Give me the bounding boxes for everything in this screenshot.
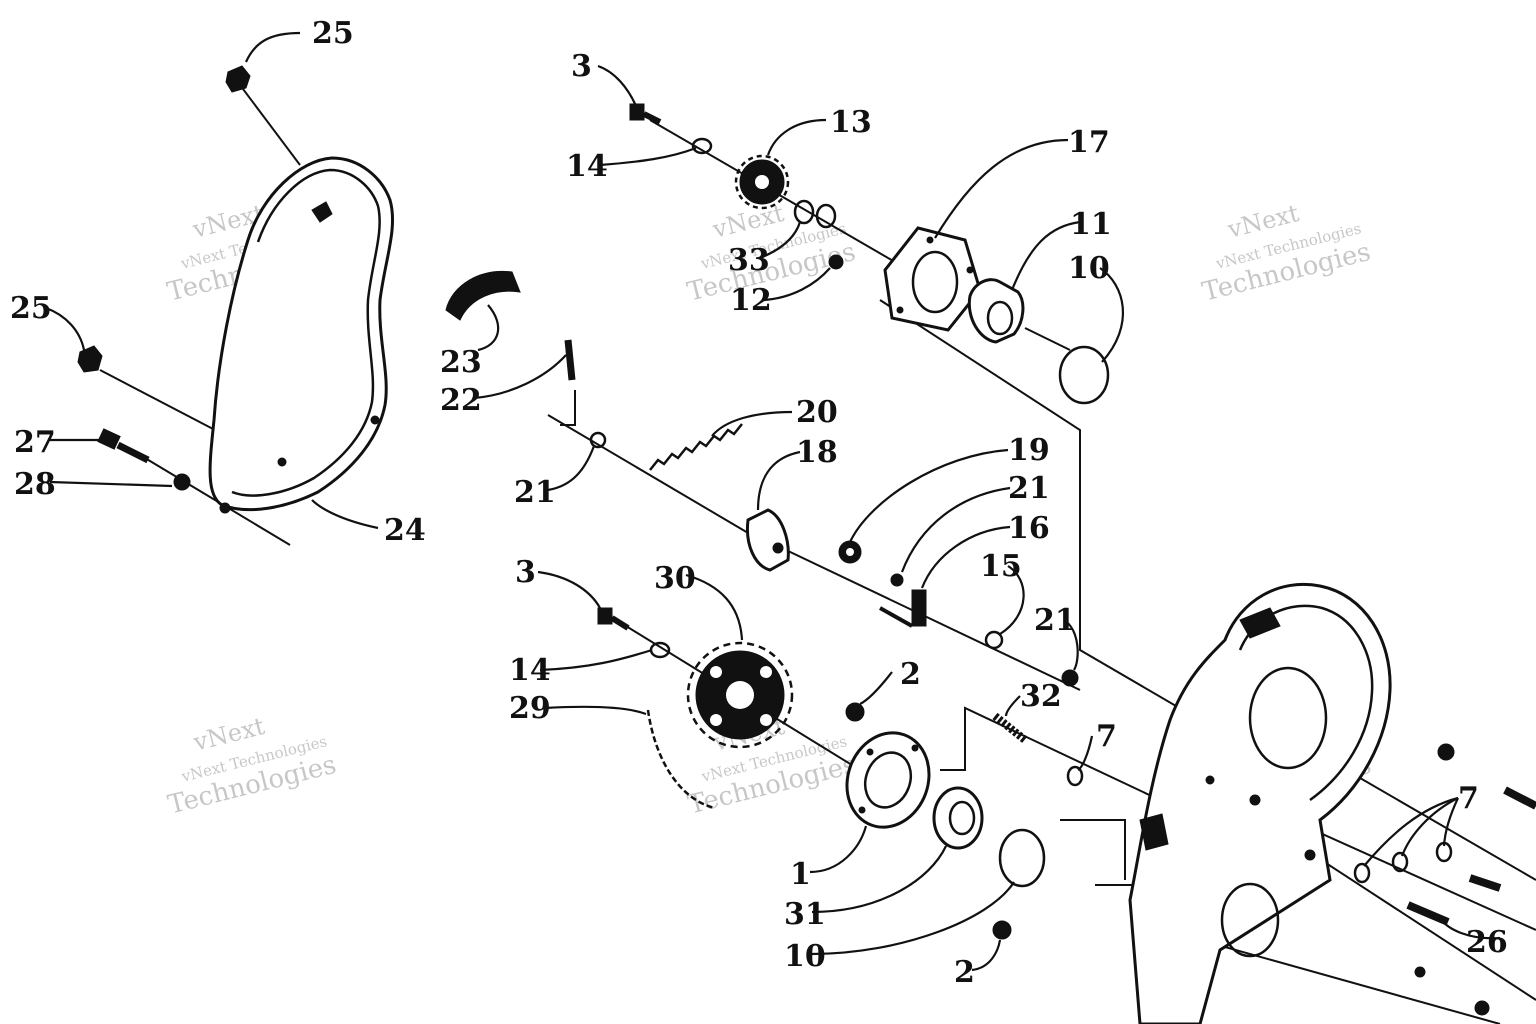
callout-33: 33 (728, 243, 770, 278)
callout-20: 20 (796, 395, 838, 430)
callout-10-top: 10 (1068, 251, 1110, 286)
callout-7-right: 7 (1458, 781, 1479, 816)
sprocket-30 (686, 641, 794, 749)
callout-3-top: 3 (571, 49, 592, 84)
leader-lines (45, 31, 1501, 972)
callout-labels: 25 25 27 28 24 23 22 21 20 18 3 14 13 33… (10, 16, 1508, 990)
chain-29 (646, 709, 716, 810)
callout-21-mid: 21 (1008, 471, 1050, 506)
bolt-27 (97, 428, 150, 464)
roller-18 (745, 508, 790, 572)
spacer-33 (793, 199, 837, 229)
spring-20 (649, 423, 743, 471)
seal-ring-10-lower (998, 828, 1046, 888)
callout-7-left: 7 (1096, 719, 1117, 754)
bolt-3-lower (597, 607, 630, 631)
spacer-15 (984, 630, 1004, 650)
washer-14-top (691, 137, 713, 155)
callout-2-upper: 2 (900, 657, 921, 692)
washer-21-b (890, 573, 904, 587)
seal-ring-10-top (1058, 345, 1110, 405)
cap-nut-25-left (77, 345, 103, 373)
callout-21-right: 21 (1034, 603, 1076, 638)
watermark-left-bottom: vNext vNext Technologies Technologies (165, 712, 339, 821)
callout-3-lower: 3 (515, 555, 536, 590)
lock-washer-28 (173, 473, 191, 491)
partial-parts-right-edge (1414, 743, 1536, 1016)
nut-2-lower (992, 920, 1012, 940)
nut-2-upper (845, 702, 865, 722)
nut-19 (838, 540, 862, 564)
callout-1: 1 (790, 857, 811, 892)
callout-14-lower: 14 (509, 653, 551, 688)
washer-21-a (589, 431, 607, 449)
retainer-plate-1 (845, 731, 931, 829)
lock-washer-7 (1066, 765, 1453, 884)
callout-32: 32 (1020, 679, 1062, 714)
callout-22: 22 (440, 383, 482, 418)
callout-21-left: 21 (514, 475, 556, 510)
callout-18: 18 (796, 435, 838, 470)
tensioner-shoe-23 (445, 270, 521, 321)
callout-17: 17 (1068, 125, 1110, 160)
callout-10-lower: 10 (784, 939, 826, 974)
bearing-11 (967, 278, 1025, 344)
callout-23: 23 (440, 345, 482, 380)
callout-25-left: 25 (10, 291, 52, 326)
callout-25-top: 25 (312, 16, 354, 51)
callout-31: 31 (784, 897, 826, 932)
callout-30: 30 (654, 561, 696, 596)
bearing-flange-17 (883, 226, 982, 332)
nut-12 (828, 254, 844, 270)
callout-11: 11 (1070, 207, 1112, 242)
callout-29: 29 (509, 691, 551, 726)
pin-22 (564, 339, 576, 381)
callout-24: 24 (384, 513, 426, 548)
callout-14-top: 14 (566, 149, 608, 184)
stud-32 (992, 712, 1028, 744)
bearing-31 (932, 786, 984, 850)
bolt-26 (1406, 874, 1502, 926)
washer-21-c (1061, 669, 1079, 687)
chaincase-housing (1128, 582, 1392, 1024)
cap-nut-25-top (225, 65, 251, 93)
bolt-3-top (629, 103, 662, 125)
callout-15: 15 (980, 549, 1022, 584)
chaincase-cover (208, 156, 394, 514)
callout-16: 16 (1008, 511, 1050, 546)
callout-26: 26 (1466, 925, 1508, 960)
bolt-16 (879, 589, 927, 628)
callout-12: 12 (730, 283, 772, 318)
sprocket-13 (734, 154, 790, 210)
callout-27: 27 (14, 425, 56, 460)
callout-28: 28 (14, 467, 56, 502)
callout-2-lower: 2 (954, 955, 975, 990)
callout-19: 19 (1008, 433, 1050, 468)
watermark-right-top: vNext vNext Technologies Technologies (1199, 199, 1373, 308)
callout-13: 13 (830, 105, 872, 140)
